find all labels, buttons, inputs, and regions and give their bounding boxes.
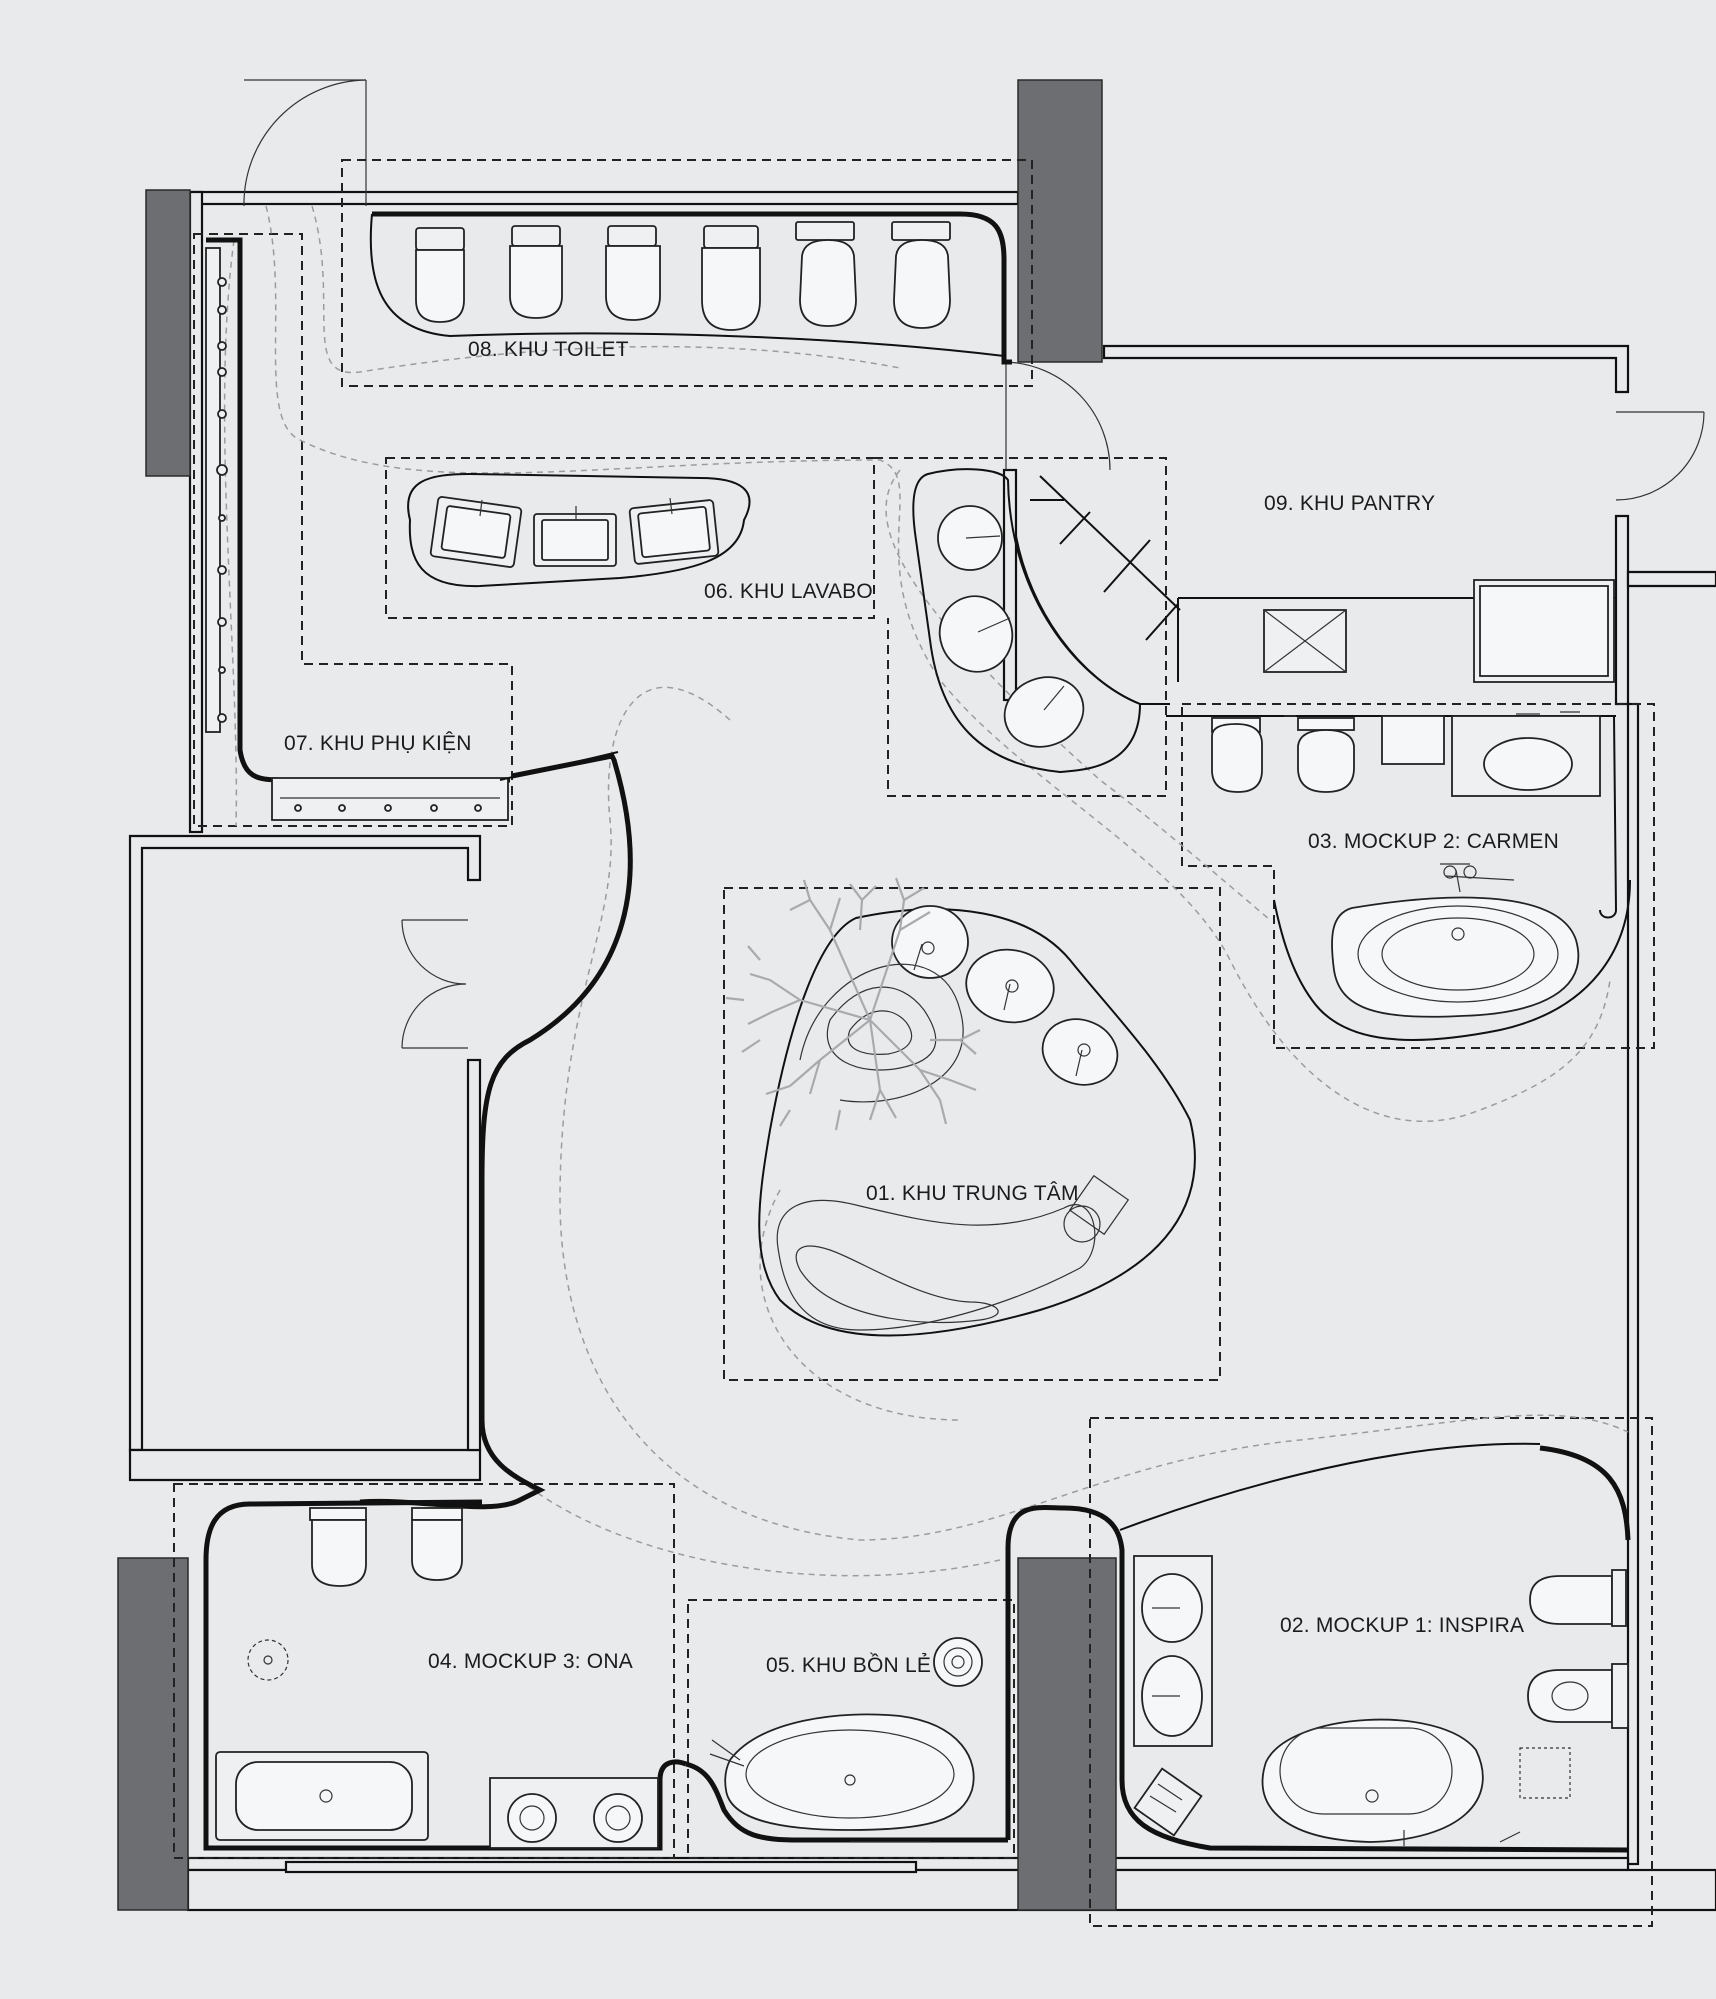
lavabo-zone — [407, 468, 1181, 774]
label-zone-01: 01. KHU TRUNG TÂM — [866, 1182, 1079, 1205]
label-zone-08: 08. KHU TOILET — [468, 338, 629, 361]
label-zone-04: 04. MOCKUP 3: ONA — [428, 1650, 633, 1673]
pantry-zone — [1177, 579, 1616, 683]
label-zone-07: 07. KHU PHỤ KIỆN — [284, 732, 472, 755]
doors — [243, 79, 1705, 1049]
label-zone-06: 06. KHU LAVABO — [704, 580, 873, 603]
accessory-items — [216, 277, 228, 723]
tree-decoration — [725, 877, 981, 1131]
walls — [128, 190, 1716, 1912]
label-zone-02: 02. MOCKUP 1: INSPIRA — [1280, 1614, 1524, 1637]
zone-labels: 01. KHU TRUNG TÂM 02. MOCKUP 1: INSPIRA … — [284, 338, 1559, 1677]
label-zone-05: 05. KHU BỒN LẺ — [766, 1653, 931, 1677]
walk-path — [223, 205, 1629, 1577]
accessory-hooks — [294, 804, 482, 812]
label-zone-09: 09. KHU PANTRY — [1264, 492, 1435, 515]
central-zone — [725, 877, 1196, 1337]
accessories-zone — [205, 237, 633, 1510]
carmen-zone — [1166, 711, 1631, 1041]
inspira-zone — [1005, 1442, 1631, 1853]
zone-boundaries — [173, 159, 1655, 1927]
standalone-tub-zone — [685, 1637, 1008, 1843]
ona-zone — [203, 1499, 687, 1851]
toilet-row — [415, 221, 951, 331]
toilet-zone — [369, 211, 1012, 365]
label-zone-03: 03. MOCKUP 2: CARMEN — [1308, 830, 1559, 853]
